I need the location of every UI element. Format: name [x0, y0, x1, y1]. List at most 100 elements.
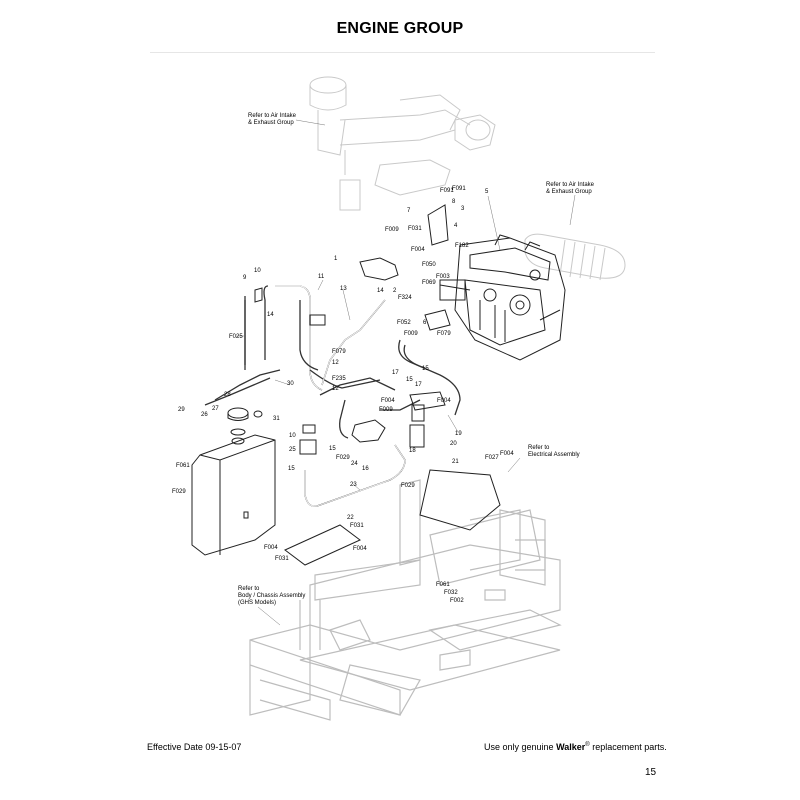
callout: 25 — [289, 447, 296, 453]
note-air-intake-right: Refer to Air Intake& Exhaust Group — [546, 182, 595, 195]
brand-name: Walker — [556, 742, 586, 752]
note-line: Refer to Air Intake — [546, 182, 595, 188]
callout: 13 — [340, 286, 347, 292]
callout: 18 — [409, 448, 416, 454]
page-number: 15 — [645, 767, 657, 778]
callout: 4 — [454, 223, 458, 229]
callout: F324 — [398, 295, 412, 301]
callout: F004 — [437, 398, 451, 404]
callout: F091 — [452, 186, 466, 192]
page-title: ENGINE GROUP — [336, 20, 464, 37]
callout: 17 — [392, 370, 399, 376]
header-divider — [150, 52, 655, 53]
note-line: Refer to — [238, 586, 260, 592]
callout: F029 — [401, 483, 415, 489]
fuel-lines-drawing — [204, 300, 271, 406]
callout: 21 — [452, 459, 459, 465]
callout: 2 — [393, 288, 397, 294]
brackets-drawing — [284, 469, 501, 566]
callout: 26 — [201, 412, 208, 418]
callout: F182 — [455, 243, 469, 249]
callout: F061 — [176, 463, 190, 469]
note-line: Refer to Air Intake — [248, 113, 297, 119]
callout: F061 — [436, 582, 450, 588]
callout: F009 — [385, 227, 399, 233]
callout: F031 — [408, 226, 422, 232]
callout: 15 — [406, 377, 413, 383]
callout: F069 — [422, 280, 436, 286]
callout: 30 — [287, 381, 294, 387]
callout: F031 — [275, 556, 289, 562]
callout: 15 — [329, 446, 336, 452]
note-line: (GHS Models) — [238, 600, 276, 606]
effective-date: Effective Date 09-15-07 — [147, 742, 242, 752]
callout: 20 — [450, 441, 457, 447]
callout: 12 — [332, 360, 339, 366]
callout: F032 — [444, 590, 458, 596]
callout: 23 — [350, 482, 357, 488]
callout: F004 — [381, 398, 395, 404]
callout: F025 — [229, 334, 243, 340]
callout: F003 — [436, 274, 450, 280]
callout: F079 — [332, 349, 346, 355]
callout: 24 — [351, 461, 358, 467]
callout: F004 — [500, 451, 514, 457]
callout: F004 — [353, 546, 367, 552]
callout: F002 — [450, 598, 464, 604]
callout: F029 — [172, 489, 186, 495]
fuel-tank-drawing — [191, 434, 276, 556]
fuel-cap-drawing — [227, 407, 263, 436]
reference-notes: Refer to Air Intake& Exhaust Group Refer… — [238, 113, 595, 606]
callout: 14 — [377, 288, 384, 294]
callout: F009 — [404, 331, 418, 337]
callout: F052 — [397, 320, 411, 326]
chassis-frame-drawing — [249, 479, 562, 721]
notice-prefix: Use only genuine — [484, 742, 554, 752]
callout: F079 — [437, 331, 451, 337]
fuel-filter-drawing — [254, 204, 451, 455]
callout: F050 — [422, 262, 436, 268]
callout: 15 — [288, 466, 295, 472]
engine-block-drawing — [439, 234, 566, 361]
note-line: & Exhaust Group — [546, 189, 592, 195]
callout: F027 — [485, 455, 499, 461]
callout: 28 — [224, 392, 231, 398]
note-line: Body / Chassis Assembly — [238, 593, 305, 599]
callout: F004 — [411, 247, 425, 253]
callout: F009 — [379, 407, 393, 413]
callout: 14 — [267, 312, 274, 318]
callout: 6 — [423, 320, 427, 326]
callout: F235 — [332, 376, 346, 382]
note-air-intake-top: Refer to Air Intake& Exhaust Group — [248, 113, 297, 126]
callout: 27 — [212, 406, 219, 412]
callout: 31 — [273, 416, 280, 422]
notice-suffix: replacement parts. — [592, 742, 667, 752]
callout: 17 — [415, 382, 422, 388]
callout: 10 — [289, 433, 296, 439]
callout: 8 — [452, 199, 456, 205]
callout-labels: 1 2 3 4 5 6 7 8 9 10 10 11 12 12 13 14 1… — [172, 186, 514, 604]
air-intake-drawing — [309, 76, 626, 281]
callout: 16 — [362, 466, 369, 472]
callout: F031 — [350, 523, 364, 529]
callout: F091 — [440, 188, 454, 194]
callout: 7 — [407, 208, 411, 214]
leader-lines — [236, 119, 576, 626]
registered-mark: ® — [585, 742, 590, 748]
callout: 12 — [332, 386, 339, 392]
callout: 9 — [243, 275, 247, 281]
callout: 22 — [347, 515, 354, 521]
callout: 1 — [334, 256, 338, 262]
note-line: & Exhaust Group — [248, 120, 294, 126]
callout: 19 — [455, 431, 462, 437]
callout: 11 — [318, 274, 325, 280]
note-line: Refer to — [528, 445, 550, 451]
note-line: Electrical Assembly — [528, 452, 580, 458]
parts-notice: Use only genuine Walker® replacement par… — [484, 742, 667, 752]
callout: 29 — [178, 407, 185, 413]
callout: F004 — [264, 545, 278, 551]
callout: 10 — [254, 268, 261, 274]
